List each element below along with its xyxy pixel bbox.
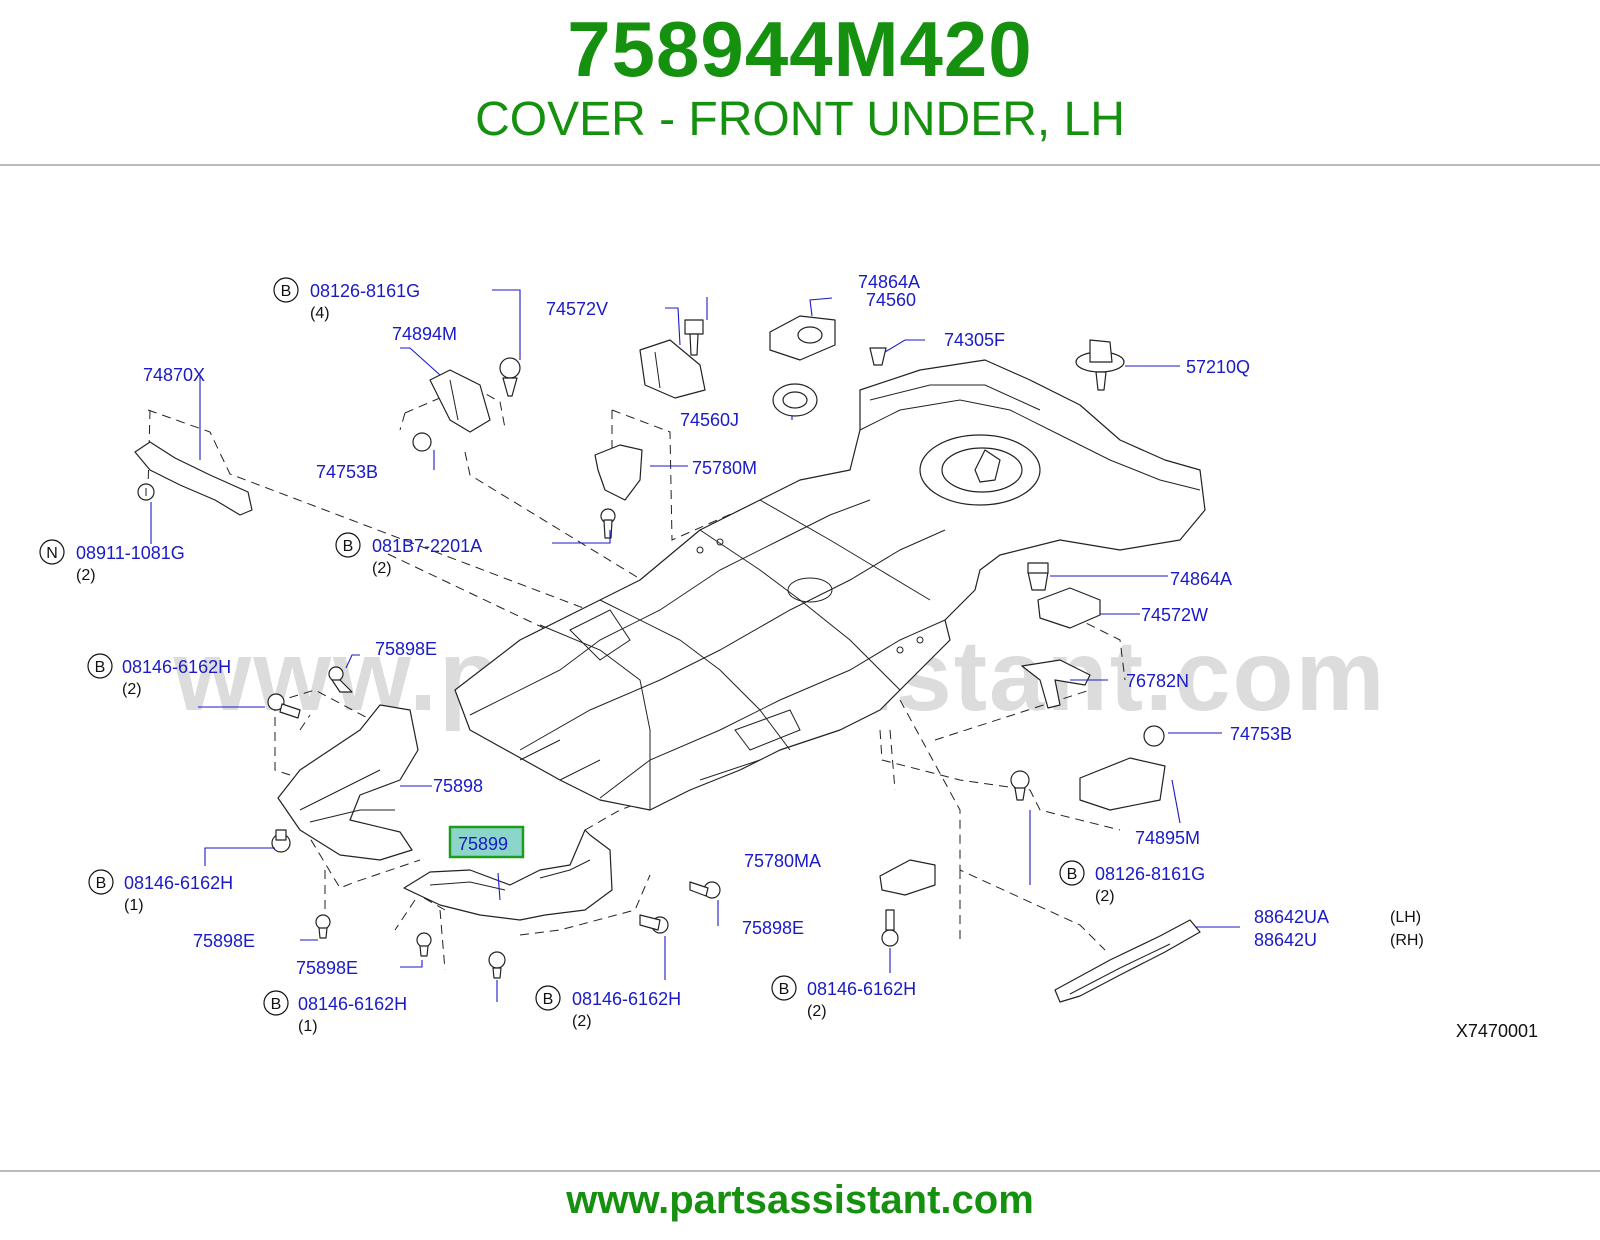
callout-08146-6162H-d: B 08146-6162H (2) (535, 985, 681, 1030)
callout-74305F: 74305F (944, 330, 1005, 350)
svg-text:(1): (1) (298, 1018, 318, 1035)
callout-08146-6162H-b: B 08146-6162H (1) (88, 869, 233, 914)
svg-text:08146-6162H: 08146-6162H (298, 994, 407, 1014)
floor-panel (454, 359, 1206, 811)
svg-text:(2): (2) (76, 567, 96, 584)
part-number-title: 758944M420 (567, 5, 1033, 93)
bracket-75780M (594, 444, 643, 539)
svg-text:B: B (95, 659, 106, 676)
callout-88642U: 88642U (RH) (1254, 930, 1424, 950)
callout-74572W: 74572W (1141, 605, 1208, 625)
callout-74894M: 74894M (392, 324, 457, 344)
drawing-code: X7470001 (1456, 1021, 1538, 1041)
svg-text:08146-6162H: 08146-6162H (124, 873, 233, 893)
svg-text:88642UA: 88642UA (1254, 907, 1329, 927)
svg-text:B: B (271, 996, 282, 1013)
callout-08911-1081G: N 08911-1081G (2) (39, 539, 185, 584)
callout-74572V: 74572V (546, 299, 608, 319)
svg-text:08911-1081G: 08911-1081G (76, 543, 185, 563)
callout-08146-6162H-a: B 08146-6162H (2) (87, 653, 231, 698)
part-description: COVER - FRONT UNDER, LH (475, 93, 1125, 146)
callout-74895M: 74895M (1135, 828, 1200, 848)
bracket-76782N (1021, 659, 1091, 709)
leader-lines (150, 289, 1240, 1002)
svg-text:(4): (4) (310, 305, 330, 322)
bracket-75780MA (879, 859, 936, 947)
header-divider (0, 164, 1600, 166)
svg-text:(2): (2) (1095, 888, 1115, 905)
parts-diagram: www.partsassistant.com (0, 170, 1600, 1148)
svg-text:08146-6162H: 08146-6162H (122, 657, 231, 677)
svg-text:08126-8161G: 08126-8161G (1095, 864, 1205, 884)
svg-text:B: B (343, 538, 354, 555)
plate-74560 (769, 315, 836, 417)
svg-text:(2): (2) (572, 1013, 592, 1030)
svg-text:(2): (2) (122, 681, 142, 698)
bracket-74895M (1010, 725, 1166, 811)
svg-text:88642U: 88642U (1254, 930, 1317, 950)
svg-text:(RH): (RH) (1390, 932, 1424, 949)
bracket-74894M (412, 357, 521, 452)
svg-text:B: B (779, 981, 790, 998)
svg-text:B: B (96, 875, 107, 892)
callout-75898E-right: 75898E (742, 918, 804, 938)
callout-75898E-left: 75898E (193, 931, 255, 951)
svg-text:081B7-2201A: 081B7-2201A (372, 536, 482, 556)
callout-76782N: 76782N (1126, 671, 1189, 691)
svg-text:B: B (281, 283, 292, 300)
callout-75899-highlighted: 75899 (448, 825, 525, 859)
svg-text:(1): (1) (124, 897, 144, 914)
cover-75898 (267, 666, 419, 861)
callout-75780MA: 75780MA (744, 851, 821, 871)
svg-text:B: B (1067, 866, 1078, 883)
bracket-74572W (1027, 562, 1101, 629)
svg-text:(LH): (LH) (1390, 909, 1421, 926)
callout-75780M: 75780M (692, 458, 757, 478)
bracket-74870X (134, 441, 253, 516)
clip-74305F (869, 347, 887, 366)
callout-57210Q: 57210Q (1186, 357, 1250, 377)
callout-75898E-top: 75898E (375, 639, 437, 659)
callout-74560: 74560 (866, 290, 916, 310)
callout-08146-6162H-e: B 08146-6162H (2) (771, 975, 916, 1020)
guard-88642U (1054, 919, 1201, 1003)
callout-08126-8161G-4: B 08126-8161G (4) (273, 277, 420, 322)
callout-08126-8161G-2: B 08126-8161G (2) (1059, 860, 1205, 905)
svg-text:08126-8161G: 08126-8161G (310, 281, 420, 301)
svg-text:(2): (2) (807, 1003, 827, 1020)
callout-88642UA: 88642UA (LH) (1254, 907, 1421, 927)
callout-75898E-bottom: 75898E (296, 958, 358, 978)
svg-text:N: N (46, 545, 58, 562)
callout-74864A-right: 74864A (1170, 569, 1232, 589)
footer-divider (0, 1170, 1600, 1172)
page-header: 758944M420 COVER - FRONT UNDER, LH (0, 0, 1600, 168)
callout-08146-6162H-c: B 08146-6162H (1) (263, 990, 407, 1035)
callout-081B7-2201A: B 081B7-2201A (2) (335, 532, 482, 577)
assembly-dash-lines (147, 384, 1126, 971)
svg-text:08146-6162H: 08146-6162H (807, 979, 916, 999)
footer-site-url[interactable]: www.partsassistant.com (566, 1178, 1034, 1222)
svg-text:B: B (543, 991, 554, 1008)
svg-text:(2): (2) (372, 560, 392, 577)
svg-text:75899: 75899 (458, 834, 508, 854)
callout-74870X: 74870X (143, 365, 205, 385)
callout-labels: B 08126-8161G (4) 74894M 74572V 74864A 7… (39, 272, 1424, 1035)
bracket-74572V (639, 319, 706, 399)
callout-74753B-left: 74753B (316, 462, 378, 482)
plug-57210Q (1075, 339, 1125, 391)
callout-74560J: 74560J (680, 410, 739, 430)
callout-74753B-right: 74753B (1230, 724, 1292, 744)
svg-text:08146-6162H: 08146-6162H (572, 989, 681, 1009)
cover-75899-target (315, 829, 721, 979)
callout-75898: 75898 (433, 776, 483, 796)
callout-74864A-top: 74864A (858, 272, 920, 292)
